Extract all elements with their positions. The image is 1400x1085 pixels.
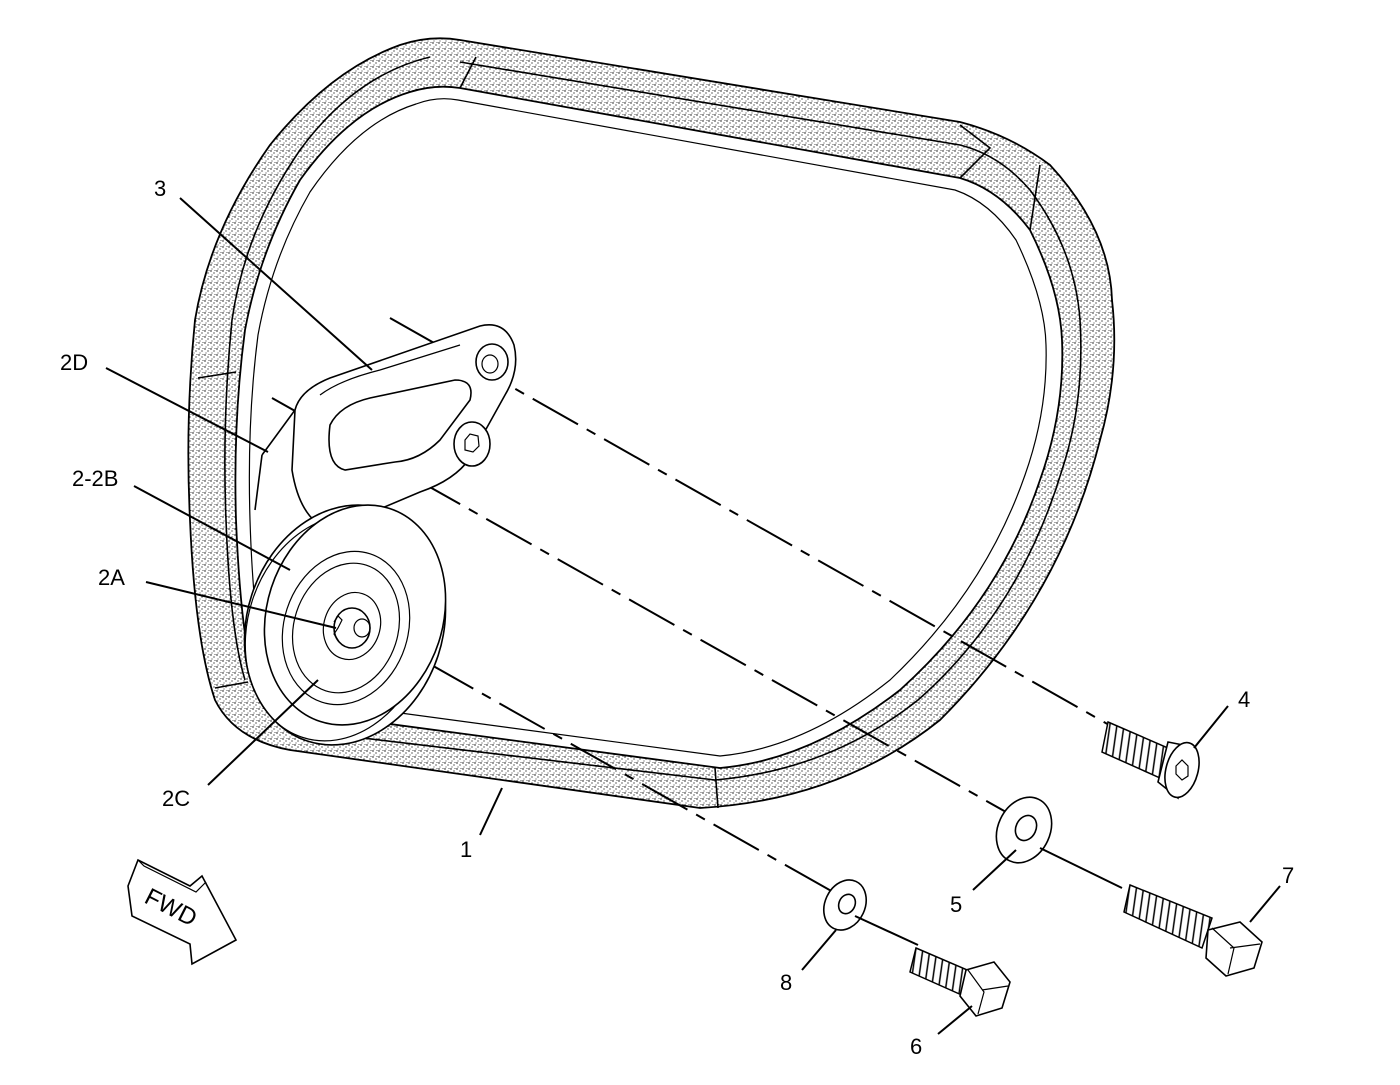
callout-2a: 2A (98, 565, 125, 590)
callout-2-2b: 2-2B (72, 466, 118, 491)
callout-8: 8 (780, 970, 792, 995)
callout-6: 6 (910, 1034, 922, 1059)
callout-2c: 2C (162, 786, 190, 811)
callout-7: 7 (1282, 863, 1294, 888)
countersunk-bolt-4 (1101, 720, 1200, 800)
washer-8 (823, 879, 919, 946)
callout-4: 4 (1238, 687, 1250, 712)
callout-5: 5 (950, 892, 962, 917)
washer-5 (995, 796, 1123, 889)
alignment-lines (271, 317, 1119, 898)
callout-2d: 2D (60, 350, 88, 375)
callout-1: 1 (460, 837, 472, 862)
callout-3: 3 (154, 176, 166, 201)
tensioner-bracket (254, 324, 517, 531)
hex-bolt-7 (1123, 883, 1263, 977)
callout-labels: 3 2D 2-2B 2A 2C 1 4 5 7 8 6 (60, 176, 1294, 1059)
hex-bolt-6 (909, 946, 1011, 1017)
leader-lines (105, 197, 1281, 1035)
idler-pulley (243, 504, 447, 746)
forward-direction-arrow: FWD (127, 858, 238, 966)
